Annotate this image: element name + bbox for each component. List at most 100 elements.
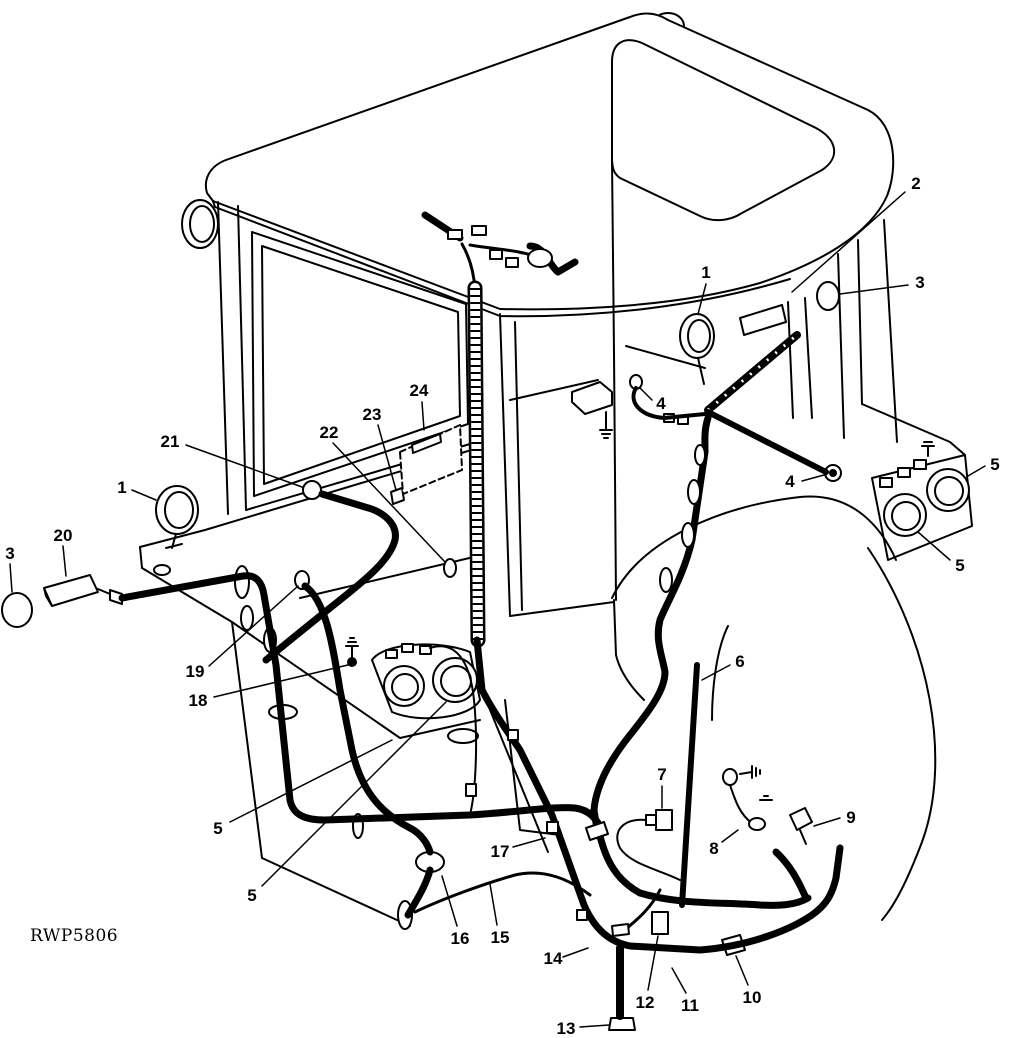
console-hole (153, 564, 171, 576)
callout-label: 4 (785, 472, 795, 491)
harness-clip (611, 923, 630, 937)
roof-connector (447, 229, 463, 240)
leader-line (131, 489, 157, 501)
callout-label: 17 (491, 842, 510, 861)
callout-leaders (9, 191, 986, 1028)
harness-lower-right (596, 832, 812, 909)
right-tail-light-lens (891, 501, 921, 531)
callout-label: 4 (656, 394, 666, 413)
leader-line (9, 563, 13, 593)
wheel-hump-left (613, 599, 645, 701)
rear-window-left-edge (499, 313, 523, 617)
right-tail-light-lens (934, 476, 964, 506)
roof-window (611, 39, 836, 222)
switch-box-20 (43, 574, 99, 607)
callout-label: 1 (117, 478, 126, 497)
leader-line (441, 875, 458, 927)
callout-label: 18 (189, 691, 208, 710)
harness-clip (694, 444, 706, 466)
right-work-light-bracket (697, 357, 705, 385)
fuse-23 (390, 487, 405, 505)
harness-clip (687, 479, 701, 505)
leader-line (697, 283, 707, 315)
wire-15 (413, 871, 592, 914)
leader-line (377, 424, 397, 491)
leader-line (185, 444, 303, 488)
callout-label: 5 (990, 455, 999, 474)
callout-label: 22 (320, 423, 339, 442)
right-light-lens-3 (816, 281, 840, 311)
callout-label: 11 (681, 996, 699, 1015)
leader-line (229, 739, 393, 823)
leader-line (701, 664, 731, 681)
plug-22 (443, 558, 457, 578)
callout-label: 10 (743, 988, 762, 1007)
callout-label: 24 (410, 381, 429, 400)
connector-7 (655, 809, 673, 831)
tail-light-ground (921, 441, 935, 457)
leader-line (839, 284, 909, 295)
harness-clip (681, 522, 695, 548)
callout-label: 2 (911, 174, 920, 193)
ground-strap-8-end (722, 768, 738, 786)
harness-left-light-branch (301, 582, 434, 856)
rear-right-post (611, 159, 617, 601)
callout-label: 7 (657, 765, 666, 784)
harness-clip (507, 729, 519, 741)
callout-label: 8 (709, 839, 718, 858)
tail-light-connector (419, 645, 432, 655)
callout-label: 1 (701, 263, 710, 282)
left-window-frame-outer (251, 231, 469, 497)
leader-line (813, 817, 841, 827)
leader-line (332, 442, 446, 563)
callout-label: 13 (557, 1019, 576, 1038)
leader-line (917, 531, 951, 561)
callout-label: 3 (915, 273, 924, 292)
harness-clips (465, 444, 706, 937)
rear-shelf-line (509, 379, 599, 401)
rear-window-channel (787, 297, 813, 419)
callout-label: 5 (955, 556, 964, 575)
roof-connector (471, 225, 487, 236)
roof-connectors (447, 225, 553, 268)
left-front-post (217, 201, 247, 515)
callout-label: 12 (636, 993, 655, 1012)
left-tail-light-lens (440, 665, 472, 697)
cable-6 (679, 662, 700, 908)
leader-line (967, 465, 986, 477)
leader-line (213, 663, 353, 698)
nut-13 (608, 1017, 636, 1031)
left-work-light-lens (164, 491, 194, 529)
floor-panel-curve (611, 495, 897, 599)
leader-line (735, 955, 749, 986)
callout-label: 9 (846, 808, 855, 827)
leader-line (261, 701, 447, 887)
wire-7 (616, 818, 681, 881)
figure-id: RWP5806 (30, 926, 118, 946)
callout-label: 6 (735, 652, 744, 671)
connector-21 (302, 480, 322, 500)
leader-line (791, 191, 906, 293)
tail-light-connector (401, 643, 414, 653)
right-work-light-lens (687, 319, 711, 353)
leader-line (721, 829, 739, 843)
left-light-lens-3 (1, 592, 33, 628)
rear-sill-line (625, 345, 706, 369)
ground-symbol-18 (345, 637, 359, 663)
callout-label: 21 (161, 432, 180, 451)
right-console-top (861, 403, 966, 456)
left-window-frame-inner (261, 245, 461, 485)
switch-box-20-lead (97, 588, 123, 605)
relay-box-4 (571, 381, 613, 415)
tail-light-connector (897, 467, 911, 478)
roof-grommet (527, 248, 553, 268)
leader-line (208, 585, 299, 667)
harness-8-end (772, 848, 810, 902)
wheel-hump-right (711, 625, 729, 721)
right-console-face (871, 454, 973, 561)
ground-strap-8-symbol (739, 765, 773, 801)
ground-block (465, 783, 477, 797)
leader-line (562, 947, 589, 958)
cab-roof (205, 12, 895, 311)
